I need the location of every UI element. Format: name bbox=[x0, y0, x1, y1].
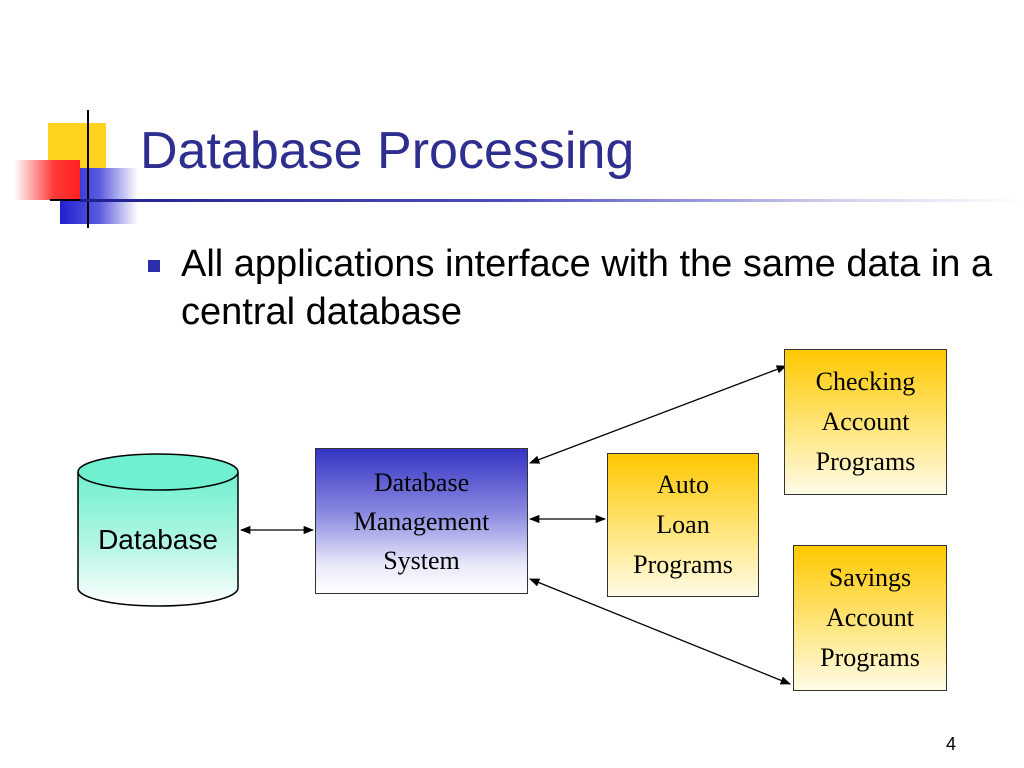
database-label: Database bbox=[98, 524, 218, 555]
bullet-square-icon bbox=[148, 260, 160, 272]
bullet-text: All applications interface with the same… bbox=[181, 243, 993, 333]
checking-account-label: Checking Account Programs bbox=[815, 367, 916, 476]
dbms-label: Database Management System bbox=[353, 467, 490, 575]
dbms-box: Database Management System bbox=[315, 448, 528, 594]
dbms-checking-connector bbox=[529, 365, 787, 464]
title-underline bbox=[80, 199, 1024, 202]
auto-loan-label: Auto Loan Programs bbox=[633, 470, 733, 579]
red-square bbox=[14, 160, 80, 200]
slide-decoration bbox=[14, 110, 138, 228]
savings-account-label: Savings Account Programs bbox=[820, 563, 920, 672]
slide-title: Database Processing bbox=[140, 122, 635, 180]
savings-account-box: Savings Account Programs bbox=[793, 545, 947, 691]
page-number: 4 bbox=[946, 734, 957, 754]
checking-account-box: Checking Account Programs bbox=[784, 349, 947, 495]
auto-loan-box: Auto Loan Programs bbox=[607, 453, 759, 597]
